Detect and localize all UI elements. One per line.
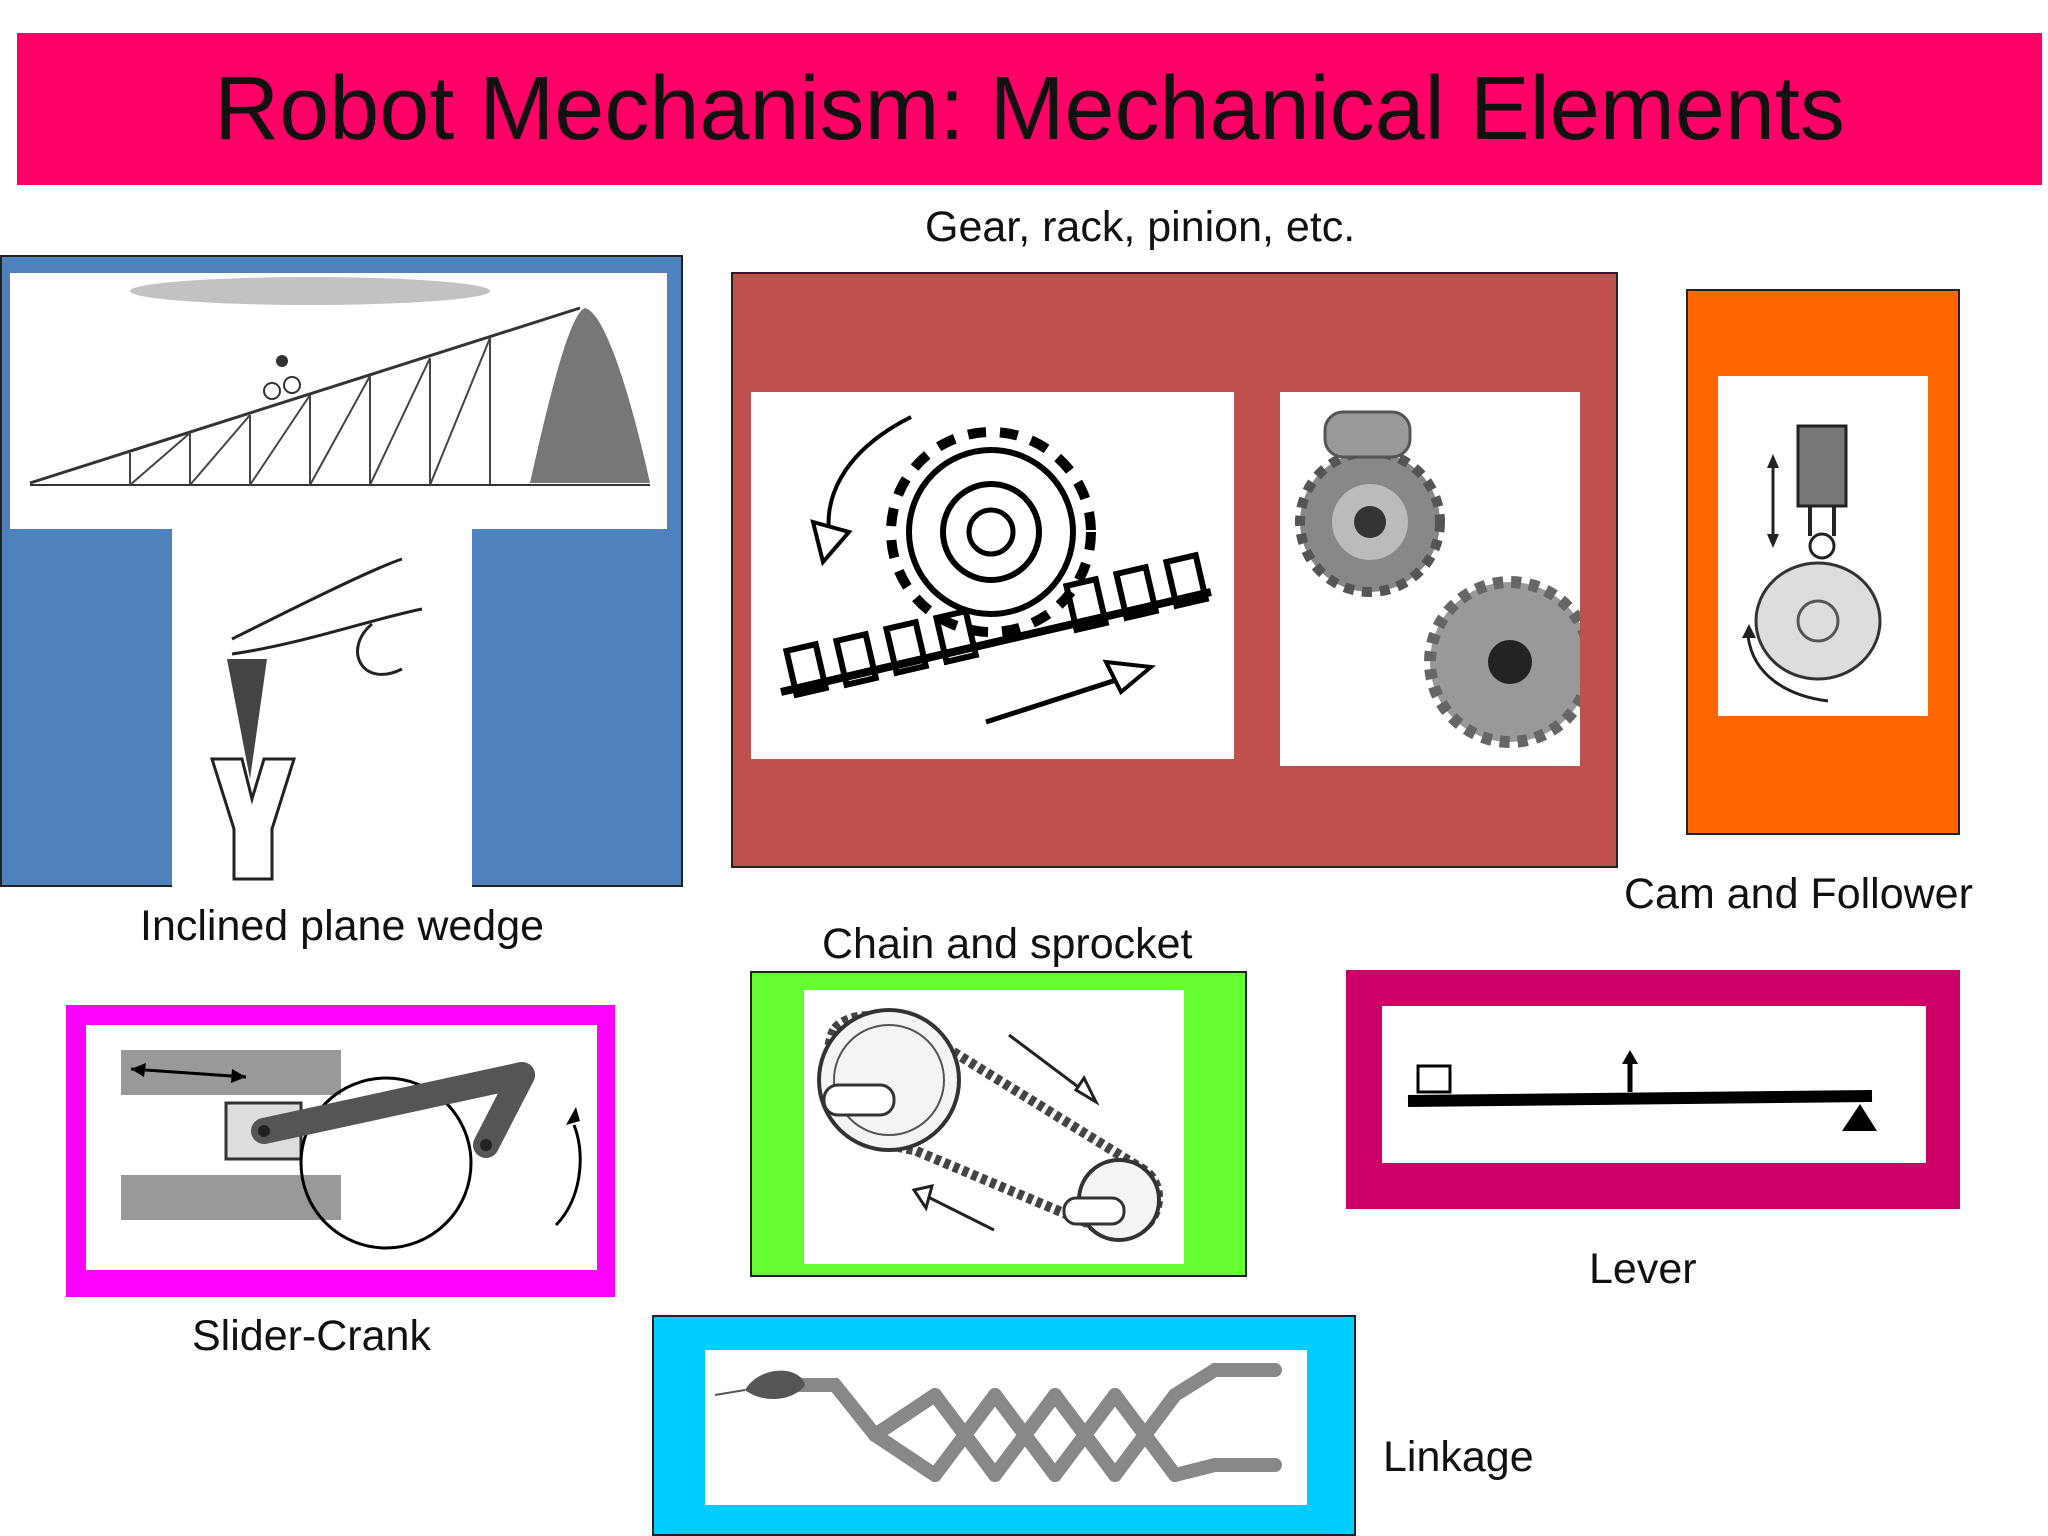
cam-caption: Cam and Follower bbox=[1624, 870, 1973, 918]
slider-crank-panel bbox=[66, 1005, 615, 1297]
cam-panel bbox=[1686, 289, 1960, 835]
gear-caption: Gear, rack, pinion, etc. bbox=[925, 203, 1356, 251]
chain-caption: Chain and sprocket bbox=[822, 920, 1193, 968]
slider-crank-caption: Slider-Crank bbox=[192, 1312, 431, 1360]
lever-caption: Lever bbox=[1589, 1245, 1697, 1293]
inclined-plane-caption: Inclined plane wedge bbox=[140, 902, 545, 950]
cam-follower-image bbox=[1718, 376, 1928, 716]
worm-gear-image bbox=[1280, 392, 1580, 766]
inclined-plane-image bbox=[10, 273, 667, 529]
rack-pinion-image bbox=[751, 392, 1234, 759]
inclined-plane-panel bbox=[0, 255, 683, 887]
slider-crank-image bbox=[86, 1025, 597, 1270]
slide-title: Robot Mechanism: Mechanical Elements bbox=[214, 58, 1845, 159]
linkage-panel bbox=[652, 1315, 1356, 1536]
lever-image bbox=[1382, 1006, 1926, 1163]
lever-panel bbox=[1346, 970, 1960, 1209]
chain-sprocket-image bbox=[804, 990, 1184, 1264]
chain-panel bbox=[750, 971, 1247, 1277]
wedge-image bbox=[172, 529, 472, 887]
linkage-caption: Linkage bbox=[1383, 1433, 1534, 1481]
gear-panel bbox=[731, 272, 1618, 868]
linkage-image bbox=[705, 1350, 1307, 1505]
title-bar: Robot Mechanism: Mechanical Elements bbox=[17, 33, 2042, 185]
